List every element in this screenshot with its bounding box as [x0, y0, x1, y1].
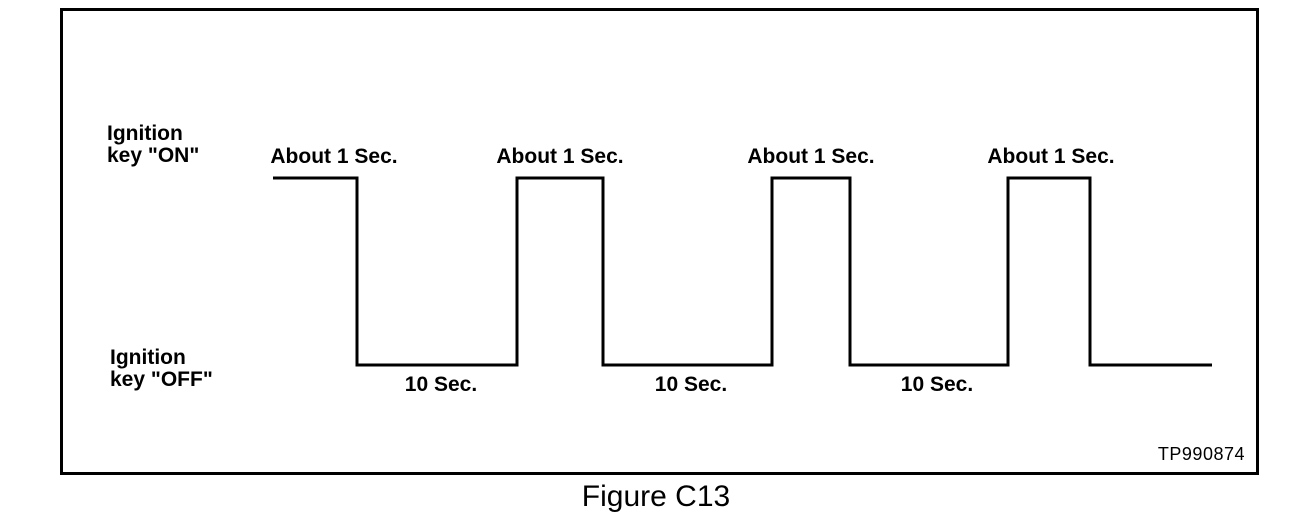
- on-duration-label-3: About 1 Sec.: [747, 145, 875, 168]
- on-duration-label-2: About 1 Sec.: [496, 145, 624, 168]
- on-duration-label-4: About 1 Sec.: [987, 145, 1115, 168]
- off-duration-label-1: 10 Sec.: [404, 373, 478, 396]
- ignition-off-label-line2: key "OFF": [110, 368, 213, 391]
- off-duration-label-2: 10 Sec.: [654, 373, 728, 396]
- off-duration-label-3: 10 Sec.: [900, 373, 974, 396]
- ignition-on-label-line1: Ignition: [107, 122, 183, 145]
- waveform-trace: [273, 176, 1212, 367]
- ignition-on-label-line2: key "ON": [107, 144, 200, 167]
- figure-frame: [60, 8, 1259, 475]
- ignition-off-label-line1: Ignition: [110, 346, 186, 369]
- ignition-on-label: Ignition key "ON": [107, 123, 199, 167]
- figure-reference-code: TP990874: [1157, 444, 1245, 464]
- ignition-off-label: Ignition key "OFF": [110, 347, 213, 391]
- on-duration-label-1: About 1 Sec.: [270, 145, 398, 168]
- figure-caption: Figure C13: [581, 480, 731, 513]
